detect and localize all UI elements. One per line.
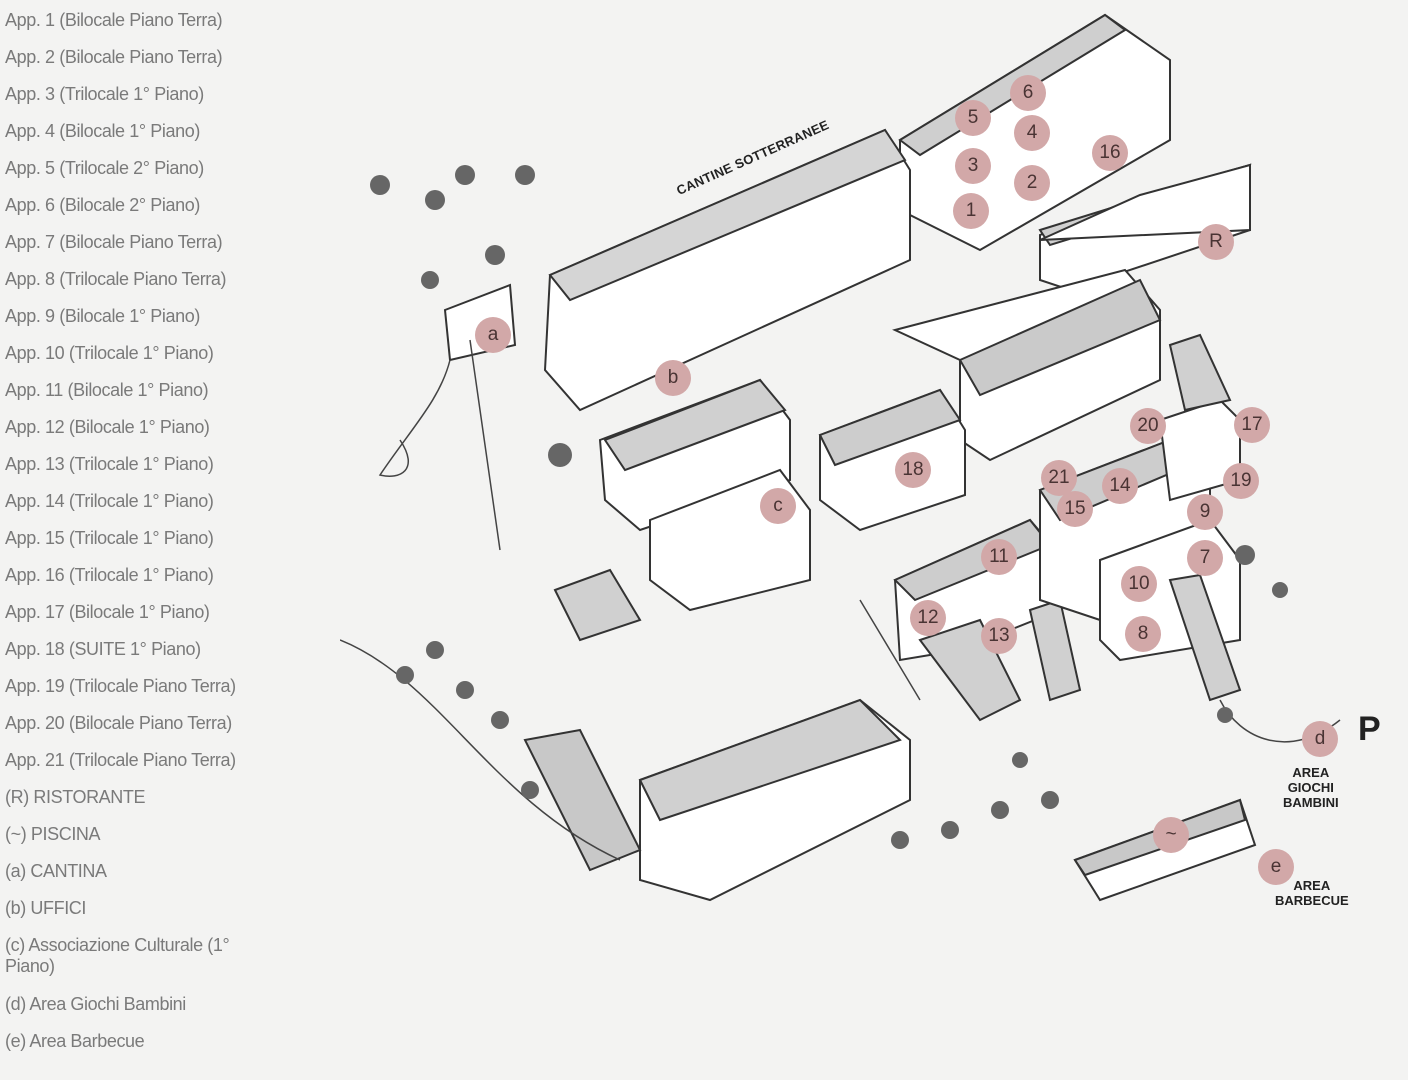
map-marker-2[interactable]: 2 (1014, 165, 1050, 201)
legend-item[interactable]: App. 15 (Trilocale 1° Piano) (5, 528, 214, 548)
legend-item[interactable]: (~) PISCINA (5, 824, 101, 844)
map-marker-14[interactable]: 14 (1102, 468, 1138, 504)
legend-item[interactable]: (d) Area Giochi Bambini (5, 994, 186, 1014)
map-marker-9[interactable]: 9 (1187, 494, 1223, 530)
legend-item[interactable]: (R) RISTORANTE (5, 787, 146, 807)
map-marker-8[interactable]: 8 (1125, 616, 1161, 652)
legend-item[interactable]: App. 4 (Bilocale 1° Piano) (5, 121, 200, 141)
map-marker-16[interactable]: 16 (1092, 135, 1128, 171)
map-marker-17[interactable]: 17 (1234, 407, 1270, 443)
legend-item[interactable]: App. 19 (Trilocale Piano Terra) (5, 676, 236, 696)
legend-list: App. 1 (Bilocale Piano Terra) App. 2 (Bil… (5, 10, 275, 1068)
area-barbecue-label: AREA BARBECUE (1275, 878, 1349, 908)
map-marker-4[interactable]: 4 (1014, 115, 1050, 151)
map-marker-10[interactable]: 10 (1121, 566, 1157, 602)
map-marker-6[interactable]: 6 (1010, 75, 1046, 111)
map-marker-18[interactable]: 18 (895, 452, 931, 488)
map-marker-piscina[interactable]: ~ (1153, 817, 1189, 853)
legend-item[interactable]: App. 7 (Bilocale Piano Terra) (5, 232, 223, 252)
map-marker-19[interactable]: 19 (1223, 463, 1259, 499)
legend-item[interactable]: App. 6 (Bilocale 2° Piano) (5, 195, 200, 215)
map-marker-13[interactable]: 13 (981, 618, 1017, 654)
map-marker-e[interactable]: e (1258, 849, 1294, 885)
legend-item[interactable]: App. 2 (Bilocale Piano Terra) (5, 47, 223, 67)
legend-item[interactable]: (e) Area Barbecue (5, 1031, 145, 1051)
legend-item[interactable]: App. 13 (Trilocale 1° Piano) (5, 454, 214, 474)
map-marker-20[interactable]: 20 (1130, 408, 1166, 444)
map-marker-11[interactable]: 11 (981, 539, 1017, 575)
legend-item[interactable]: App. 12 (Bilocale 1° Piano) (5, 417, 210, 437)
legend-item[interactable]: App. 21 (Trilocale Piano Terra) (5, 750, 236, 770)
map-marker-7[interactable]: 7 (1187, 540, 1223, 576)
legend-item[interactable]: (c) Associazione Culturale (1° Piano) (5, 935, 230, 976)
legend-item[interactable]: App. 20 (Bilocale Piano Terra) (5, 713, 232, 733)
map-marker-c[interactable]: c (760, 488, 796, 524)
sketch-buildings (340, 13, 1341, 902)
map-marker-a[interactable]: a (475, 317, 511, 353)
map-marker-1[interactable]: 1 (953, 193, 989, 229)
legend-item[interactable]: App. 17 (Bilocale 1° Piano) (5, 602, 210, 622)
map-marker-21[interactable]: 21 (1041, 460, 1077, 496)
legend-item[interactable]: App. 16 (Trilocale 1° Piano) (5, 565, 214, 585)
legend-item[interactable]: (b) UFFICI (5, 898, 86, 918)
map-marker-b[interactable]: b (655, 360, 691, 396)
legend-item[interactable]: App. 18 (SUITE 1° Piano) (5, 639, 201, 659)
parking-label: P (1358, 710, 1381, 748)
legend-item[interactable]: App. 5 (Trilocale 2° Piano) (5, 158, 204, 178)
legend-item[interactable]: App. 8 (Trilocale Piano Terra) (5, 269, 227, 289)
legend-item[interactable]: App. 10 (Trilocale 1° Piano) (5, 343, 214, 363)
map-marker-d[interactable]: d (1302, 721, 1338, 757)
legend-item[interactable]: App. 3 (Trilocale 1° Piano) (5, 84, 204, 104)
map-marker-12[interactable]: 12 (910, 600, 946, 636)
area-giochi-label: AREA GIOCHI BAMBINI (1283, 765, 1339, 810)
map-marker-R[interactable]: R (1198, 224, 1234, 260)
map-marker-3[interactable]: 3 (955, 148, 991, 184)
legend-item[interactable]: App. 9 (Bilocale 1° Piano) (5, 306, 200, 326)
legend-item[interactable]: App. 14 (Trilocale 1° Piano) (5, 491, 214, 511)
legend-item[interactable]: App. 11 (Bilocale 1° Piano) (5, 380, 209, 400)
map-marker-5[interactable]: 5 (955, 100, 991, 136)
legend-item[interactable]: (a) CANTINA (5, 861, 107, 881)
map-marker-15[interactable]: 15 (1057, 491, 1093, 527)
legend-item[interactable]: App. 1 (Bilocale Piano Terra) (5, 10, 223, 30)
